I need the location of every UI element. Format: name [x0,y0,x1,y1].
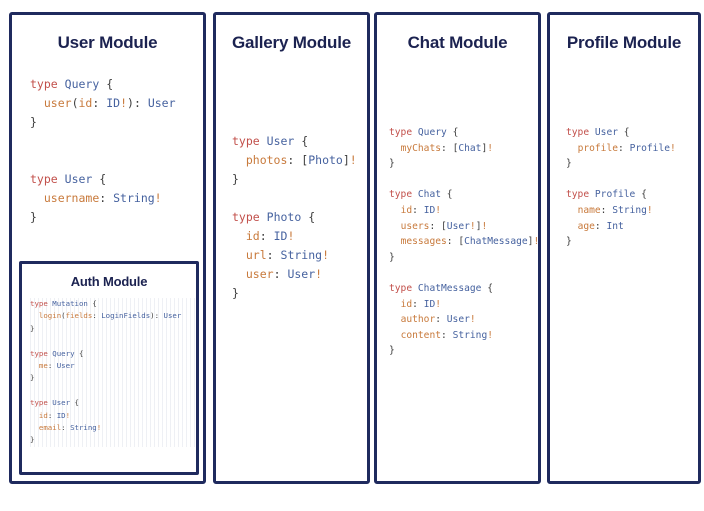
code-block-chat-module: type Query { myChats: [Chat]! } type Cha… [389,127,540,357]
card-user-module[interactable]: User Module type Query { user(id: ID!): … [9,12,206,484]
card-chat-module[interactable]: Chat Module type Query { myChats: [Chat]… [374,12,541,484]
code-block-gallery-module: type User { photos: [Photo]! } type Phot… [232,134,357,300]
card-auth-module[interactable]: Auth Module type Mutation { login(fields… [19,261,199,475]
code-block-user-module: type Query { user(id: ID!): User } type … [30,77,176,224]
code-block-auth-module: type Mutation { login(fields: LoginField… [30,298,196,447]
card-title-gallery-module: Gallery Module [231,33,352,52]
card-title-chat-module: Chat Module [407,33,508,52]
code-block-profile-module: type User { profile: Profile! } type Pro… [566,127,676,248]
card-profile-module[interactable]: Profile Module type User { profile: Prof… [547,12,701,484]
card-title-profile-module: Profile Module [566,33,682,52]
card-title-user-module: User Module [57,33,158,52]
card-gallery-module[interactable]: Gallery Module type User { photos: [Phot… [213,12,370,484]
card-title-auth-module: Auth Module [70,274,148,289]
